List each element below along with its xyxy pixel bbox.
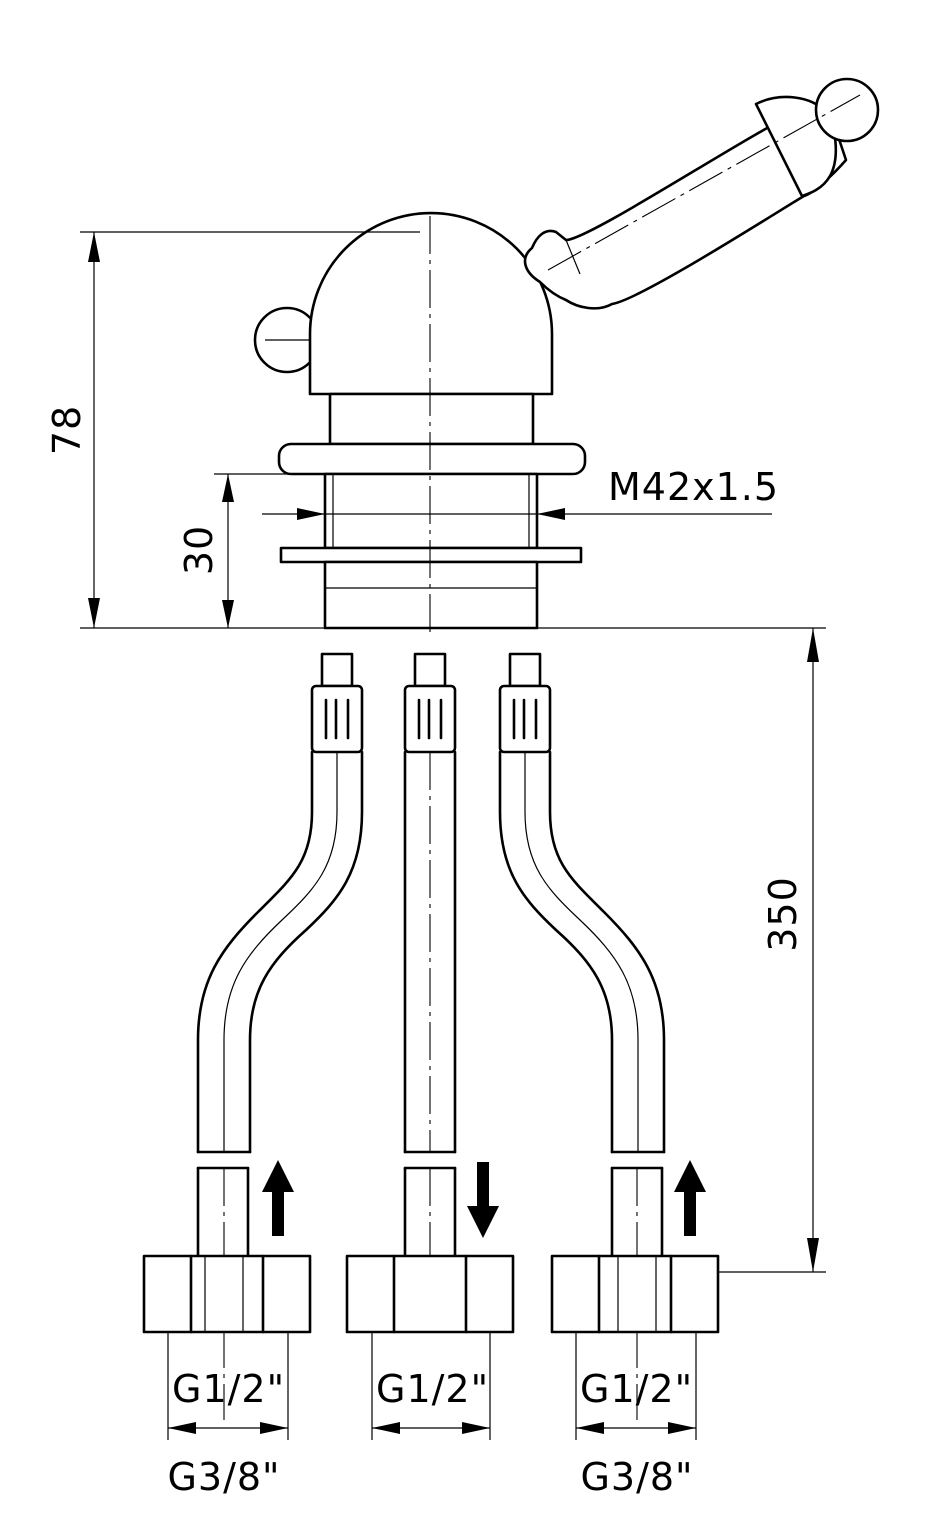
lock-washer: [279, 546, 583, 564]
dim-thread: M42x1.5: [262, 465, 779, 520]
dim-right-outer-label: G3/8": [580, 1455, 693, 1499]
hose-right: [498, 652, 666, 1154]
dim-middle-inner-label: G1/2": [376, 1367, 489, 1411]
flow-arrow-right-up-icon: [674, 1160, 706, 1236]
hose-right-tip: [508, 652, 542, 688]
dim-78-label: 78: [45, 405, 89, 455]
flow-arrow-middle-down-icon: [467, 1162, 499, 1238]
dim-hose-length: 350: [718, 628, 826, 1273]
dim-thread-length: 30: [177, 473, 318, 628]
dome-cap: [308, 211, 554, 396]
connector-middle: [345, 1166, 515, 1334]
dim-connector-left: G1/2" G3/8": [167, 1332, 289, 1499]
nut-left: [142, 1254, 312, 1334]
connector-right: [550, 1166, 720, 1420]
hose-left: [196, 652, 364, 1154]
nut-right: [550, 1254, 720, 1334]
dim-connector-middle: G1/2": [371, 1332, 491, 1440]
lever-tip: [754, 95, 838, 198]
dim-overall-height: 78: [45, 231, 826, 629]
hose-middle-tip: [413, 652, 447, 688]
dim-connector-right: G1/2" G3/8": [575, 1332, 697, 1499]
dim-left-outer-label: G3/8": [167, 1455, 280, 1499]
dim-right-inner-label: G1/2": [580, 1367, 693, 1411]
dim-left-inner-label: G1/2": [172, 1367, 285, 1411]
flange: [277, 442, 587, 476]
collar: [328, 392, 535, 446]
lower-shank: [323, 560, 539, 630]
dim-m42-label: M42x1.5: [608, 465, 779, 509]
threaded-shank: [323, 472, 539, 550]
lever-handle: [523, 77, 880, 310]
dim-30-label: 30: [177, 525, 221, 575]
lever-knob: [814, 77, 880, 143]
connector-left: [142, 1166, 312, 1420]
hose-left-tip: [320, 652, 354, 688]
dim-350-label: 350: [761, 876, 805, 952]
lever-body: [523, 110, 848, 310]
flow-arrow-left-up-icon: [262, 1160, 294, 1236]
nut-middle: [345, 1254, 515, 1334]
hose-middle: [403, 652, 457, 1154]
faucet-body: [253, 211, 587, 630]
